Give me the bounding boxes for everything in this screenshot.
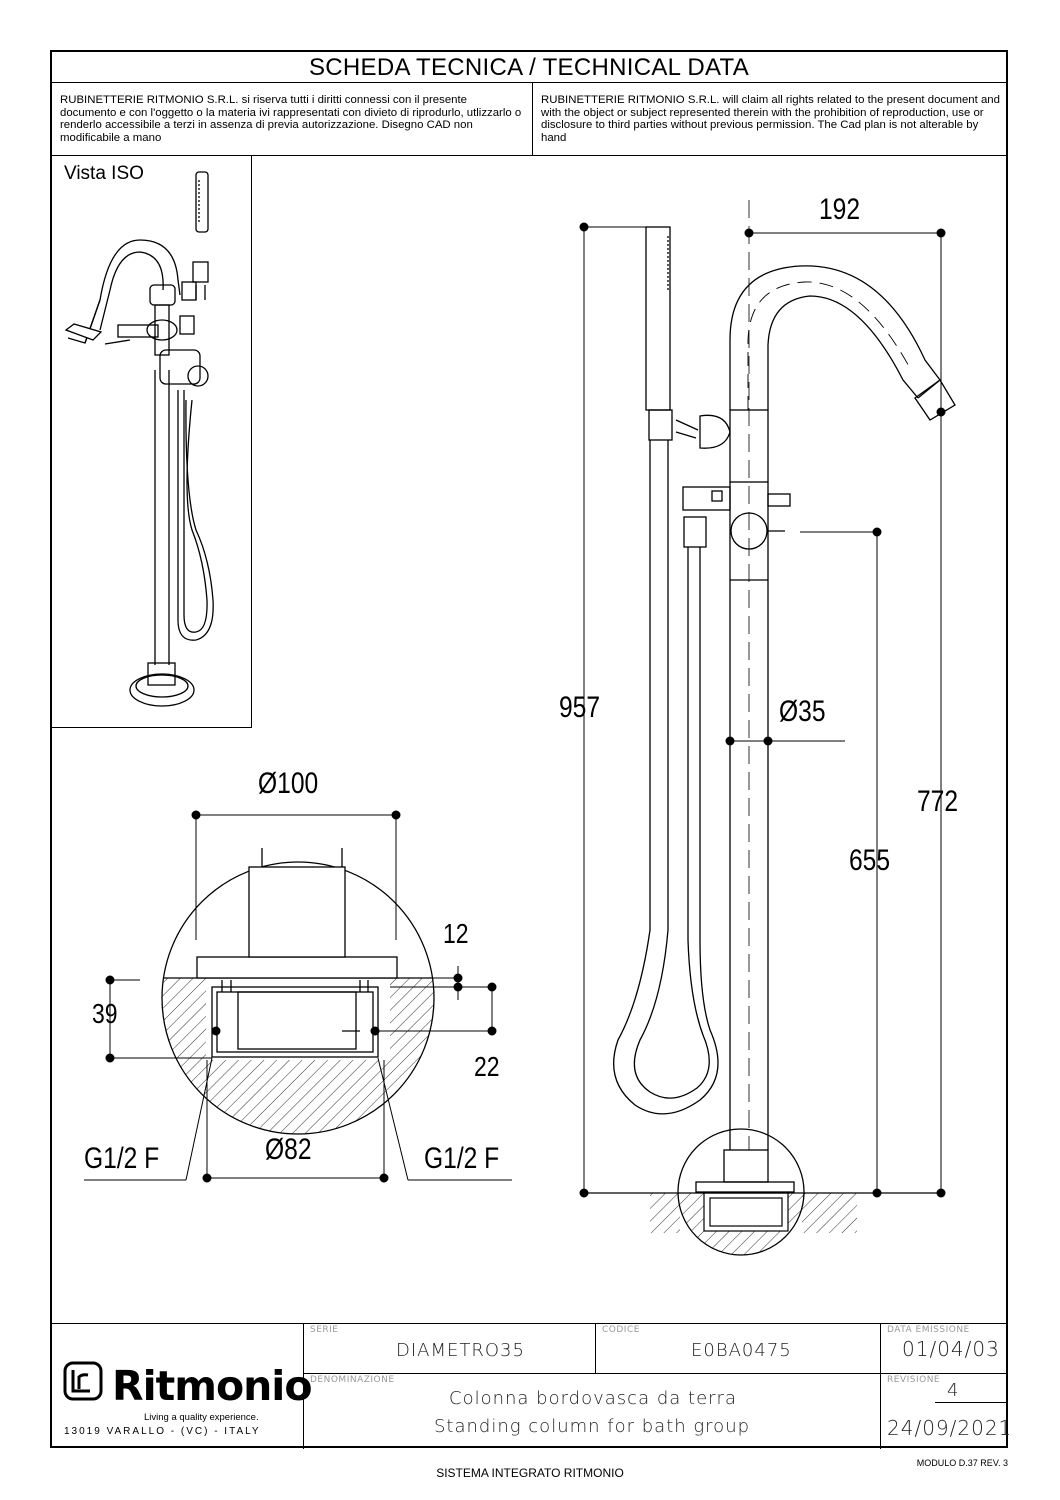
sistema-footer: SISTEMA INTEGRATO RITMONIO: [436, 1466, 624, 1480]
iso-view-label: Vista ISO: [64, 163, 144, 184]
logo-cell: Ritmonio Living a quality experience. 13…: [52, 1324, 313, 1449]
dimension-772: 772: [917, 785, 959, 818]
dimension-diameter-82: Ø82: [265, 1133, 312, 1166]
floor-hatch: [580, 1192, 945, 1233]
brand-address: 13019 VARALLO - (VC) - ITALY: [64, 1426, 261, 1437]
denominazione-english: Standing column for bath group: [434, 1416, 751, 1437]
serie-label: SERIE: [310, 1325, 339, 1335]
dimension-diameter-100: Ø100: [258, 767, 319, 800]
data-emissione-cell: DATA EMISSIONE 01/04/03: [881, 1324, 1008, 1374]
column-elevation-drawing: [613, 200, 956, 1256]
revisione-underline: [935, 1402, 1007, 1403]
dimension-957: 957: [559, 691, 601, 724]
brand-tagline: Living a quality experience.: [144, 1412, 259, 1423]
iso-view-panel: [52, 156, 252, 728]
serie-cell: SERIE DIAMETRO35: [304, 1324, 596, 1374]
data-emissione-value: 01/04/03: [902, 1337, 1000, 1361]
revisione-number: 4: [947, 1380, 960, 1401]
denominazione-italian: Colonna bordovasca da terra: [449, 1388, 737, 1409]
ritmonio-logo-icon: [63, 1361, 103, 1401]
codice-value: E0BA0475: [691, 1340, 792, 1361]
rights-notice-english: RUBINETTERIE RITMONIO S.R.L. will claim …: [533, 82, 1008, 156]
revisione-label: REVISIONE: [887, 1375, 941, 1385]
rights-notice-italian: RUBINETTERIE RITMONIO S.R.L. si riserva …: [52, 82, 533, 156]
codice-cell: CODICE E0BA0475: [596, 1324, 881, 1374]
dimension-lines: [84, 222, 946, 1198]
revisione-cell: REVISIONE 4 24/09/2021: [881, 1374, 1011, 1449]
dimension-192: 192: [819, 193, 861, 226]
title-block: Ritmonio Living a quality experience. 13…: [52, 1323, 1011, 1449]
modulo-code: MODULO D.37 REV. 3: [916, 1458, 1008, 1468]
dimension-39: 39: [92, 998, 118, 1029]
denominazione-cell: DENOMINAZIONE Colonna bordovasca da terr…: [304, 1374, 881, 1449]
revisione-date: 24/09/2021: [887, 1416, 1013, 1440]
data-emissione-label: DATA EMISSIONE: [887, 1325, 970, 1335]
dimension-g12-right: G1/2 F: [424, 1142, 500, 1175]
dimension-g12-left: G1/2 F: [84, 1142, 160, 1175]
dimension-22: 22: [474, 1051, 500, 1082]
technical-sheet: SCHEDA TECNICA / TECHNICAL DATA RUBINETT…: [50, 50, 1011, 1449]
brand-name: Ritmonio: [112, 1362, 313, 1410]
codice-label: CODICE: [602, 1325, 640, 1335]
dimension-12: 12: [443, 918, 469, 949]
serie-value: DIAMETRO35: [396, 1340, 525, 1361]
dimension-diameter-35: Ø35: [779, 695, 826, 728]
denominazione-label: DENOMINAZIONE: [310, 1375, 395, 1385]
base-detail-drawing: [161, 848, 435, 1135]
sheet-title: SCHEDA TECNICA / TECHNICAL DATA: [52, 52, 1006, 83]
iso-view-drawing: [64, 171, 214, 707]
dimension-655: 655: [849, 844, 891, 877]
